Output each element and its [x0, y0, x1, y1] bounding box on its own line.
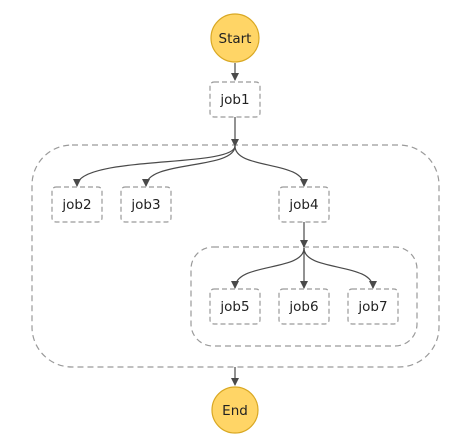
job2-label: job2 — [61, 197, 91, 213]
edge-to-job7 — [303, 247, 377, 289]
parallel-group-outer — [31, 144, 440, 368]
job6-label: job6 — [288, 299, 318, 315]
job5-node[interactable]: job5 — [209, 288, 261, 325]
job4-label: job4 — [288, 197, 318, 213]
job3-label: job3 — [130, 197, 160, 213]
job4-node[interactable]: job4 — [278, 186, 330, 223]
edge-to-job4 — [234, 145, 308, 187]
end-node[interactable]: End — [211, 386, 259, 434]
edge-to-job2 — [73, 145, 236, 187]
job3-node[interactable]: job3 — [120, 186, 172, 223]
start-node[interactable]: Start — [210, 13, 260, 63]
job5-label: job5 — [219, 299, 249, 315]
end-label: End — [222, 403, 248, 419]
edge-to-job5 — [231, 247, 305, 289]
edge-to-job3 — [142, 145, 236, 187]
start-label: Start — [219, 31, 252, 47]
job7-node[interactable]: job7 — [347, 288, 399, 325]
job1-label: job1 — [219, 92, 249, 108]
job1-node[interactable]: job1 — [209, 81, 261, 118]
job6-node[interactable]: job6 — [278, 288, 330, 325]
job2-node[interactable]: job2 — [51, 186, 103, 223]
edges — [73, 63, 377, 386]
job7-label: job7 — [357, 299, 387, 315]
